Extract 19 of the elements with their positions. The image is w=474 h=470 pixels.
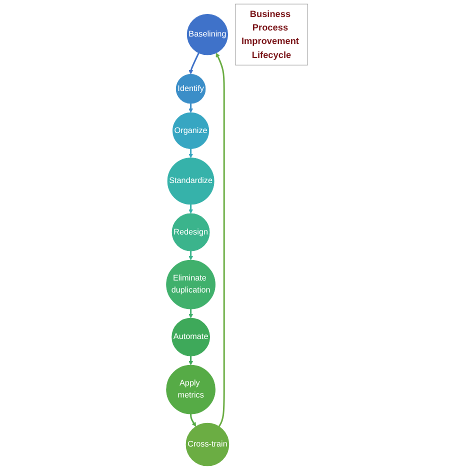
node-circle: Baselining bbox=[186, 14, 228, 56]
node-circle: Eliminate duplication bbox=[166, 260, 216, 310]
arrow bbox=[188, 148, 194, 158]
node-circle: Automate bbox=[172, 318, 210, 356]
arrow bbox=[188, 104, 194, 113]
node-circle: Apply metrics bbox=[166, 364, 216, 414]
arrow bbox=[216, 52, 225, 427]
node-box: Business Process Improvement Lifecycle bbox=[235, 4, 308, 66]
arrow bbox=[190, 414, 196, 427]
node-circle: Redesign bbox=[172, 213, 210, 252]
arrow bbox=[188, 308, 194, 318]
node-circle: Organize bbox=[172, 112, 210, 149]
arrow bbox=[188, 356, 194, 366]
arrow bbox=[188, 52, 200, 74]
node-circle: Standardize bbox=[167, 158, 214, 205]
node-circle: Identify bbox=[176, 74, 206, 104]
node-circle: Cross-train bbox=[186, 422, 230, 466]
arrow bbox=[188, 204, 194, 214]
arrow bbox=[188, 250, 194, 260]
